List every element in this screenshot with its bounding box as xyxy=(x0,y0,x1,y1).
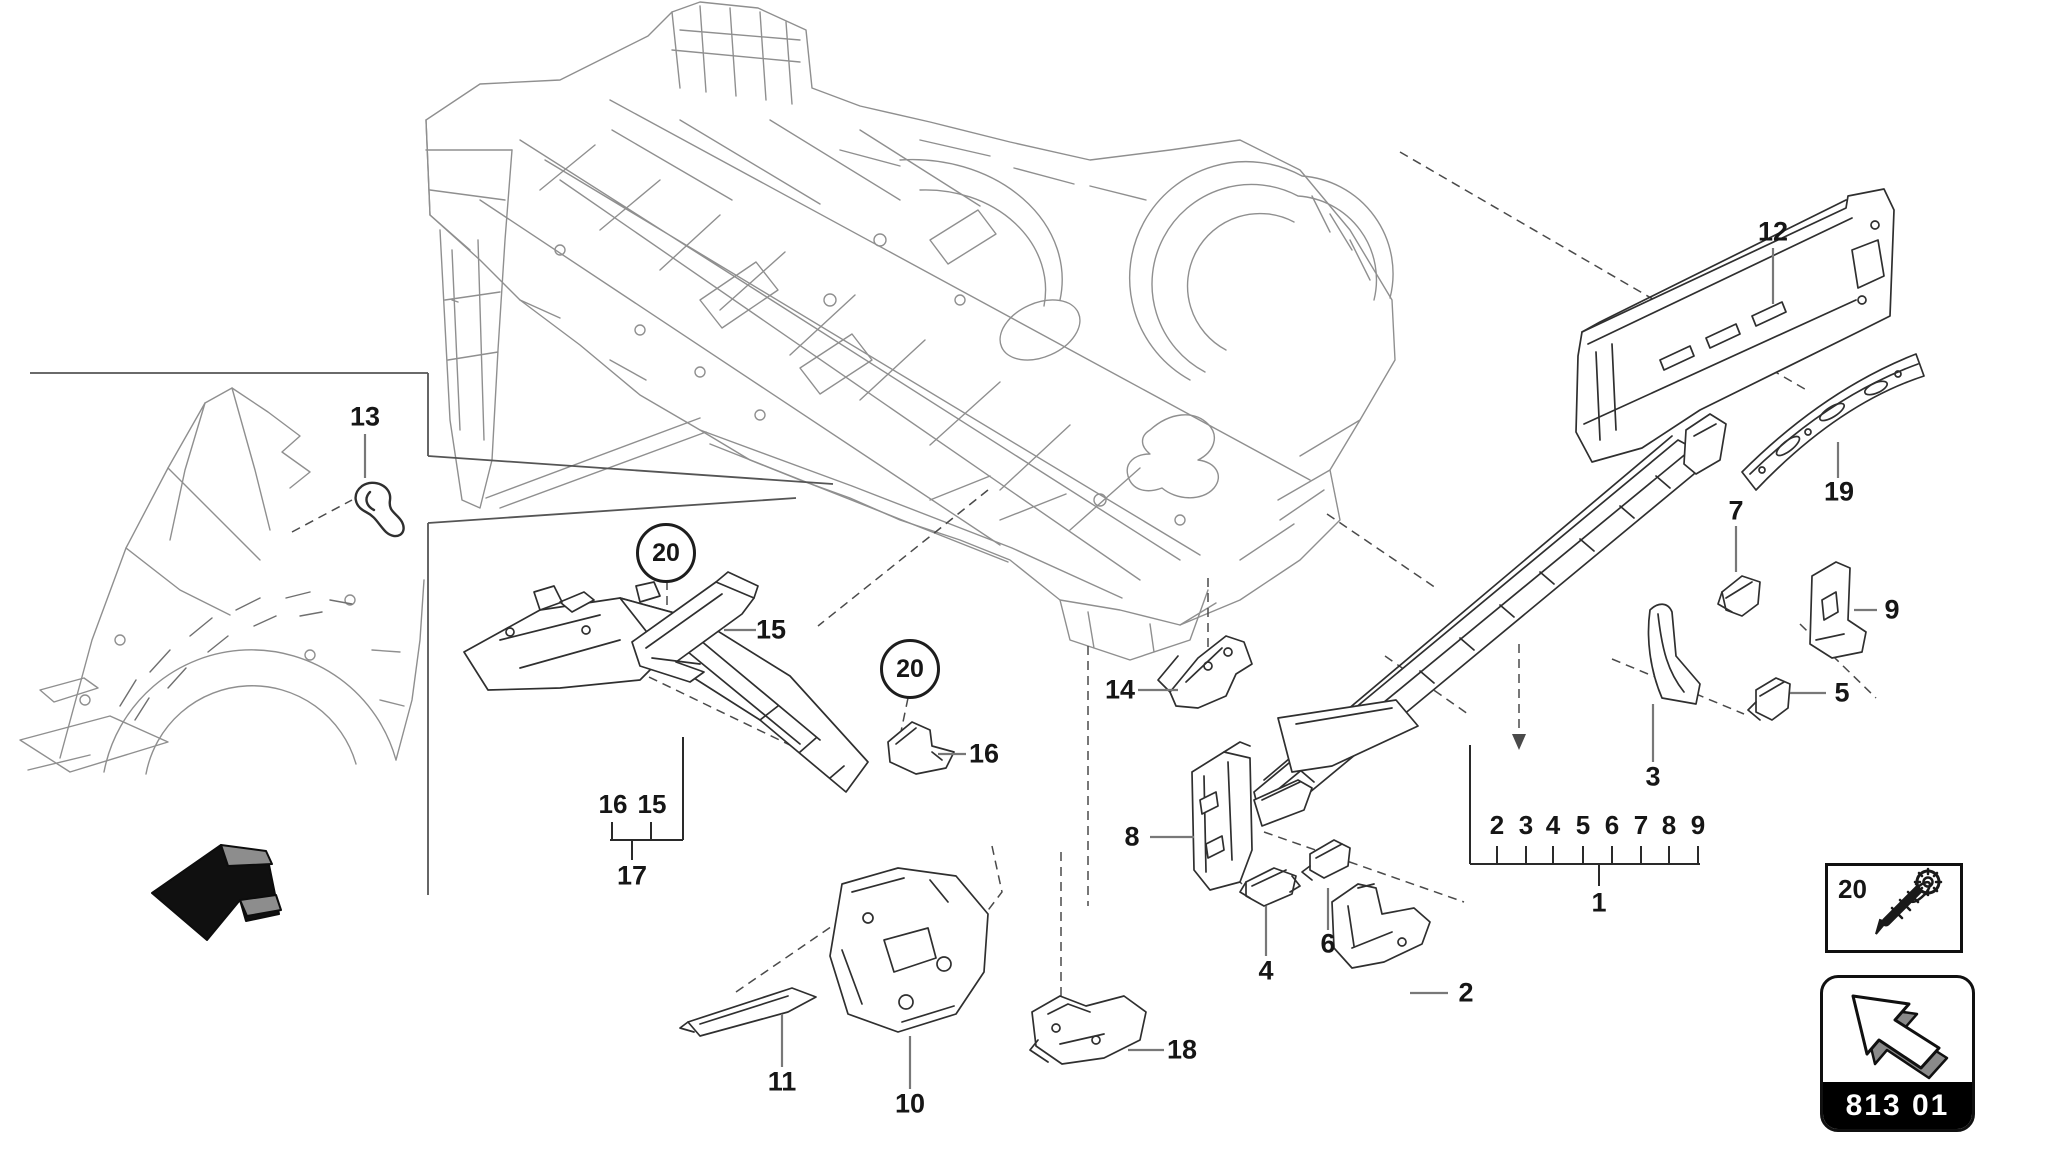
part-12-rear-panel xyxy=(1575,188,1895,463)
bracket-main-number: 7 xyxy=(1633,810,1649,840)
screw-icon xyxy=(1875,867,1943,935)
inset-frame xyxy=(30,372,834,895)
part-5-clip xyxy=(1747,677,1791,721)
fastener-callout-20: 20 xyxy=(636,523,696,583)
fastener-callout-20: 20 xyxy=(880,639,940,699)
bracket-main-number: 5 xyxy=(1575,810,1591,840)
arrow-up-left-icon xyxy=(1851,994,1949,1080)
wheel-arch-inset-illustration xyxy=(19,387,425,775)
callout-4: 4 xyxy=(1258,955,1274,986)
bracket-main-number: 2 xyxy=(1489,810,1505,840)
bracket-main-number: 4 xyxy=(1545,810,1561,840)
part-10-panel xyxy=(829,867,989,1033)
bracket-main-number: 3 xyxy=(1518,810,1534,840)
part-14-bracket xyxy=(1157,635,1253,709)
bracket-main-number: 8 xyxy=(1661,810,1677,840)
part-8-panel xyxy=(1191,741,1253,891)
part-11-strip xyxy=(679,987,817,1037)
part-4-clip xyxy=(1239,867,1301,907)
bracket-rail-number: 15 xyxy=(637,789,667,819)
dashed-arrowhead xyxy=(1512,734,1526,750)
callout-13: 13 xyxy=(349,401,381,432)
part-6-clip xyxy=(1301,839,1351,881)
callout-5: 5 xyxy=(1834,677,1850,708)
callout-18: 18 xyxy=(1166,1034,1198,1065)
callout-11: 11 xyxy=(767,1066,797,1097)
callout-15: 15 xyxy=(755,614,787,645)
part-3-stanchion xyxy=(1647,603,1701,705)
callout-3: 3 xyxy=(1645,761,1661,792)
arrow-left-icon xyxy=(151,844,282,941)
callout-19: 19 xyxy=(1823,476,1855,507)
part-19-reinforcement-bar xyxy=(1741,353,1925,491)
callout-9: 9 xyxy=(1884,594,1900,625)
part-17-rail-assembly xyxy=(463,581,869,793)
callout-1: 1 xyxy=(1591,887,1607,918)
part-7-clip xyxy=(1717,575,1761,617)
callout-16: 16 xyxy=(968,738,1000,769)
callout-8: 8 xyxy=(1124,821,1140,852)
callout-6: 6 xyxy=(1320,928,1336,959)
vehicle-underbody-illustration xyxy=(425,1,1396,661)
leader-lines xyxy=(363,248,1877,1089)
fastener-legend-number: 20 xyxy=(1838,874,1867,904)
part-2-bracket xyxy=(1331,883,1431,969)
callout-10: 10 xyxy=(894,1088,926,1119)
page-nav-box: 813 01 xyxy=(1820,975,1975,1132)
part-16-bracket xyxy=(887,721,955,775)
callout-2: 2 xyxy=(1458,977,1474,1008)
part-small-bracket xyxy=(1253,779,1313,827)
bracket-rail-number: 16 xyxy=(598,789,628,819)
fastener-legend-box: 20 xyxy=(1825,863,1963,953)
bracket-main-number: 9 xyxy=(1690,810,1706,840)
callout-7: 7 xyxy=(1728,495,1744,526)
part-13-hook xyxy=(354,481,405,538)
callout-12: 12 xyxy=(1757,216,1789,247)
part-9-bracket xyxy=(1809,561,1867,659)
page-code-badge: 813 01 xyxy=(1823,1082,1972,1129)
callout-17: 17 xyxy=(616,860,648,891)
part-18-bracket xyxy=(1029,995,1147,1065)
part-illustrations xyxy=(354,188,1925,1065)
bracket-lines xyxy=(610,737,1700,886)
bracket-main-number: 6 xyxy=(1604,810,1620,840)
callout-14: 14 xyxy=(1104,674,1136,705)
part-15-channel xyxy=(631,571,759,683)
page-code-text: 813 01 xyxy=(1845,1088,1950,1122)
